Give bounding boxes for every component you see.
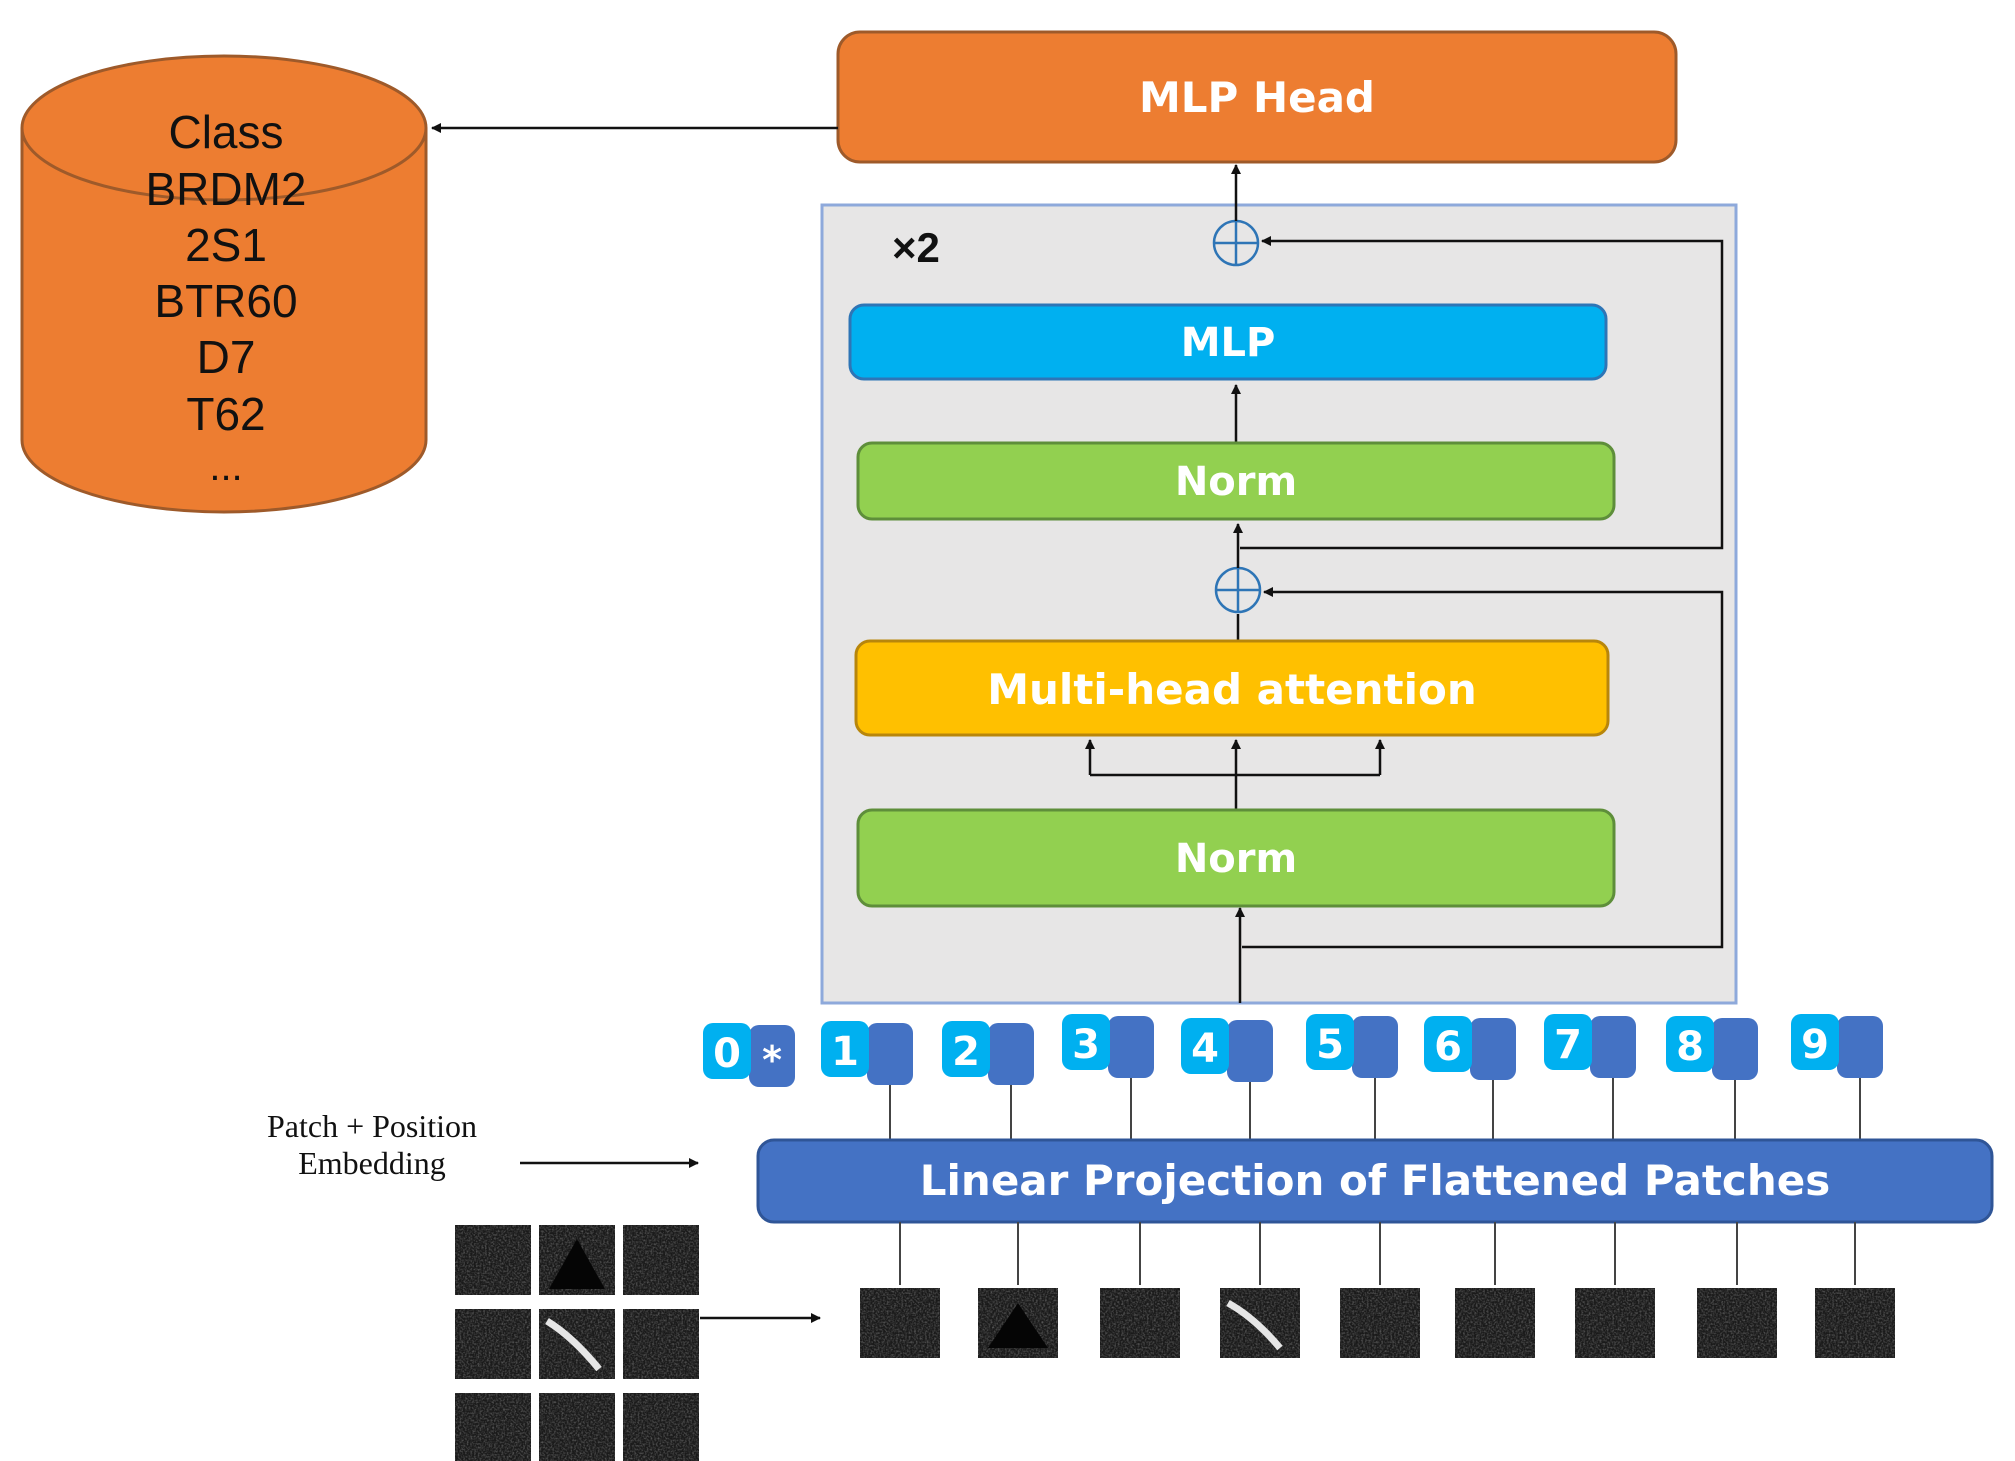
class-label-4: D7 <box>197 331 256 383</box>
token-number-label: 3 <box>1072 1022 1100 1068</box>
token-number-label: 0 <box>713 1031 741 1077</box>
mlp-block: MLP <box>848 303 1608 381</box>
patch-5 <box>1340 1222 1420 1358</box>
attention-label: Multi-head attention <box>987 665 1477 714</box>
token-number-box <box>1062 1014 1110 1070</box>
position-embedding-icon <box>749 1025 795 1087</box>
token-number-label: 2 <box>952 1029 980 1075</box>
multi-head-attention-block: Multi-head attention <box>854 639 1610 737</box>
position-embedding-icon <box>1352 1016 1398 1078</box>
grid-cell <box>455 1309 531 1379</box>
embedding-label-line2: Embedding <box>298 1145 446 1181</box>
class-label-6: ... <box>209 445 242 489</box>
linear-projection-label: Linear Projection of Flattened Patches <box>920 1156 1830 1205</box>
output-class-database: Class BRDM2 2S1 BTR60 D7 T62 ... <box>20 54 428 514</box>
add-node-top <box>1212 219 1260 267</box>
token-2: 2 <box>942 1021 1034 1140</box>
token-6: 6 <box>1424 1016 1516 1140</box>
token-number-box <box>1306 1014 1354 1070</box>
position-embedding-icon <box>988 1023 1034 1085</box>
norm-top-block: Norm <box>856 441 1616 521</box>
token-0: 0* <box>703 1023 795 1087</box>
grid-cell <box>539 1393 615 1461</box>
position-embedding-icon <box>867 1023 913 1085</box>
grid-cell <box>455 1225 531 1295</box>
token-5: 5 <box>1306 1014 1398 1140</box>
token-number-label: 4 <box>1191 1026 1219 1072</box>
mlp-label: MLP <box>1181 320 1276 366</box>
patch-9 <box>1815 1222 1895 1358</box>
position-embedding-icon <box>1108 1016 1154 1078</box>
token-number-label: 7 <box>1554 1022 1582 1068</box>
class-token-symbol: * <box>762 1038 782 1082</box>
mlp-head-label: MLP Head <box>1139 73 1375 122</box>
token-number-label: 1 <box>831 1029 859 1075</box>
input-image-grid <box>455 1225 699 1461</box>
grid-cell <box>623 1393 699 1461</box>
embedding-label-line1: Patch + Position <box>267 1108 477 1144</box>
mlp-head-block: MLP Head <box>836 30 1678 164</box>
token-number-box <box>1181 1018 1229 1074</box>
class-label-0: Class <box>168 106 283 158</box>
position-embedding-icon <box>1837 1016 1883 1078</box>
grid-cell <box>623 1309 699 1379</box>
grid-cell <box>455 1393 531 1461</box>
class-label-3: BTR60 <box>154 275 297 327</box>
patch-4 <box>1220 1222 1300 1358</box>
token-number-box <box>1666 1016 1714 1072</box>
token-number-label: 8 <box>1676 1024 1704 1070</box>
norm-bottom-block: Norm <box>856 808 1616 908</box>
class-label-2: 2S1 <box>185 219 267 271</box>
patch-8 <box>1697 1222 1777 1358</box>
patch-position-embedding-label: Patch + Position Embedding <box>267 1108 477 1181</box>
token-number-box <box>1791 1014 1839 1070</box>
grid-cell <box>539 1225 615 1295</box>
token-9: 9 <box>1791 1014 1883 1140</box>
patch-3 <box>1100 1222 1180 1358</box>
token-number-label: 6 <box>1434 1024 1462 1070</box>
patch-1 <box>860 1222 940 1358</box>
token-3: 3 <box>1062 1014 1154 1140</box>
qkv-split-arrows <box>1085 739 1385 810</box>
token-number-box <box>703 1023 751 1079</box>
token-number-box <box>942 1021 990 1077</box>
token-number-box <box>1424 1016 1472 1072</box>
token-4: 4 <box>1181 1018 1273 1140</box>
grid-cell <box>623 1225 699 1295</box>
repeat-count-label: ×2 <box>892 224 940 271</box>
grid-cell <box>539 1309 615 1379</box>
class-label-5: T62 <box>186 388 265 440</box>
residual-path-top <box>1240 236 1724 550</box>
norm-top-label: Norm <box>1175 459 1297 505</box>
token-1: 1 <box>821 1021 913 1140</box>
token-number-label: 5 <box>1316 1022 1344 1068</box>
norm-bottom-label: Norm <box>1175 836 1297 882</box>
add-node-bottom <box>1214 566 1262 614</box>
position-embedding-icon <box>1470 1018 1516 1080</box>
token-8: 8 <box>1666 1016 1758 1140</box>
token-7: 7 <box>1544 1014 1636 1140</box>
flattened-patches <box>860 1222 1895 1358</box>
token-number-label: 9 <box>1801 1022 1829 1068</box>
token-number-box <box>1544 1014 1592 1070</box>
class-label-1: BRDM2 <box>145 163 306 215</box>
patch-2 <box>978 1222 1058 1358</box>
token-number-box <box>821 1021 869 1077</box>
position-embedding-icon <box>1590 1016 1636 1078</box>
linear-projection-block: Linear Projection of Flattened Patches <box>756 1138 1994 1224</box>
patch-7 <box>1575 1222 1655 1358</box>
residual-path-bottom <box>1242 587 1724 949</box>
position-embedding-icon <box>1712 1018 1758 1080</box>
position-embedding-icon <box>1227 1020 1273 1082</box>
patch-6 <box>1455 1222 1535 1358</box>
